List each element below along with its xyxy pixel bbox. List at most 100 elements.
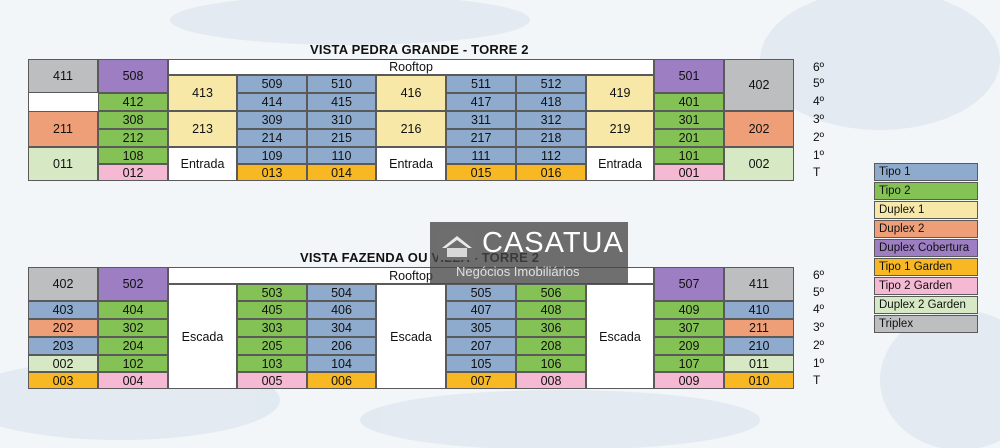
unit-413: 413 xyxy=(168,75,237,111)
floor-label: 3º xyxy=(813,320,825,334)
unit-211: 211 xyxy=(28,111,98,147)
unit-104: 104 xyxy=(307,355,376,372)
unit-110: 110 xyxy=(307,147,376,164)
unit-510: 510 xyxy=(307,75,376,93)
unit-003: 003 xyxy=(28,372,98,389)
unit-302: 302 xyxy=(98,319,168,337)
unit-419: 419 xyxy=(586,75,654,111)
unit-108: 108 xyxy=(98,147,168,164)
unit-203: 203 xyxy=(28,337,98,355)
unit-402: 402 xyxy=(28,267,98,301)
unit-415: 415 xyxy=(307,93,376,111)
unit-205: 205 xyxy=(237,337,307,355)
unit-503: 503 xyxy=(237,284,307,301)
floor-label: 3º xyxy=(813,112,825,126)
unit-105: 105 xyxy=(446,355,516,372)
unit-310: 310 xyxy=(307,111,376,129)
unit-002: 002 xyxy=(28,355,98,372)
unit-204: 204 xyxy=(98,337,168,355)
unit-211: 211 xyxy=(724,319,794,337)
unit-001: 001 xyxy=(654,164,724,181)
unit-507: 507 xyxy=(654,267,724,301)
unit-014: 014 xyxy=(307,164,376,181)
unit-405: 405 xyxy=(237,301,307,319)
unit-007: 007 xyxy=(446,372,516,389)
unit-412: 412 xyxy=(98,93,168,111)
casatua-watermark: CASATUA Negócios Imobiliários xyxy=(430,222,628,284)
unit-301: 301 xyxy=(654,111,724,129)
unit-501: 501 xyxy=(654,59,724,93)
diagram1-title: VISTA PEDRA GRANDE - TORRE 2 xyxy=(310,42,529,57)
unit-417: 417 xyxy=(446,93,516,111)
unit-112: 112 xyxy=(516,147,586,164)
unit-111: 111 xyxy=(446,147,516,164)
unit-303: 303 xyxy=(237,319,307,337)
unit-403: 403 xyxy=(28,301,98,319)
unit-208: 208 xyxy=(516,337,586,355)
floor-label: 1º xyxy=(813,148,825,162)
unit-217: 217 xyxy=(446,129,516,147)
unit-002: 002 xyxy=(724,147,794,181)
unit-416: 416 xyxy=(376,75,446,111)
unit-214: 214 xyxy=(237,129,307,147)
unit-210: 210 xyxy=(724,337,794,355)
unit-502: 502 xyxy=(98,267,168,301)
diagram1-entrada-1: Entrada xyxy=(376,147,446,181)
unit-407: 407 xyxy=(446,301,516,319)
unit-309: 309 xyxy=(237,111,307,129)
unit-308: 308 xyxy=(98,111,168,129)
legend-item: Duplex 2 Garden xyxy=(874,296,978,314)
unit-013: 013 xyxy=(237,164,307,181)
legend-item: Tipo 2 Garden xyxy=(874,277,978,295)
unit-312: 312 xyxy=(516,111,586,129)
unit-509: 509 xyxy=(237,75,307,93)
unit-508: 508 xyxy=(98,59,168,93)
unit-016: 016 xyxy=(516,164,586,181)
unit-406: 406 xyxy=(307,301,376,319)
unit-305: 305 xyxy=(446,319,516,337)
house-logo-icon xyxy=(438,230,476,260)
unit-218: 218 xyxy=(516,129,586,147)
unit-311: 311 xyxy=(446,111,516,129)
unit-212: 212 xyxy=(98,129,168,147)
unit-408: 408 xyxy=(516,301,586,319)
unit-006: 006 xyxy=(307,372,376,389)
unit-213: 213 xyxy=(168,111,237,147)
unit-101: 101 xyxy=(654,147,724,164)
diagram1-entrada-2: Entrada xyxy=(586,147,654,181)
unit-202: 202 xyxy=(28,319,98,337)
unit-411: 411 xyxy=(28,59,98,93)
floor-label: 6º xyxy=(813,60,825,74)
unit-215: 215 xyxy=(307,129,376,147)
legend-item: Duplex 1 xyxy=(874,201,978,219)
unit-418: 418 xyxy=(516,93,586,111)
unit-009: 009 xyxy=(654,372,724,389)
floor-label: 5º xyxy=(813,76,825,90)
unit-201: 201 xyxy=(654,129,724,147)
unit-307: 307 xyxy=(654,319,724,337)
unit-306: 306 xyxy=(516,319,586,337)
watermark-name: CASATUA xyxy=(482,227,624,259)
unit-402: 402 xyxy=(724,59,794,111)
diagram1-entrada-0: Entrada xyxy=(168,147,237,181)
legend-item: Duplex 2 xyxy=(874,220,978,238)
floor-label: T xyxy=(813,373,821,387)
unit-011: 011 xyxy=(724,355,794,372)
unit-511: 511 xyxy=(446,75,516,93)
unit-411: 411 xyxy=(724,267,794,301)
legend-item: Duplex Cobertura xyxy=(874,239,978,257)
unit-505: 505 xyxy=(446,284,516,301)
legend-item: Tipo 1 Garden xyxy=(874,258,978,276)
floor-label: 1º xyxy=(813,356,825,370)
floor-label: 5º xyxy=(813,285,825,299)
watermark-subtitle: Negócios Imobiliários xyxy=(456,264,580,279)
floor-label: 4º xyxy=(813,94,825,108)
unit-005: 005 xyxy=(237,372,307,389)
unit-304: 304 xyxy=(307,319,376,337)
unit-504: 504 xyxy=(307,284,376,301)
diagram1-rooftop: Rooftop xyxy=(168,59,654,75)
unit-409: 409 xyxy=(654,301,724,319)
unit-107: 107 xyxy=(654,355,724,372)
unit-209: 209 xyxy=(654,337,724,355)
unit-011: 011 xyxy=(28,147,98,181)
